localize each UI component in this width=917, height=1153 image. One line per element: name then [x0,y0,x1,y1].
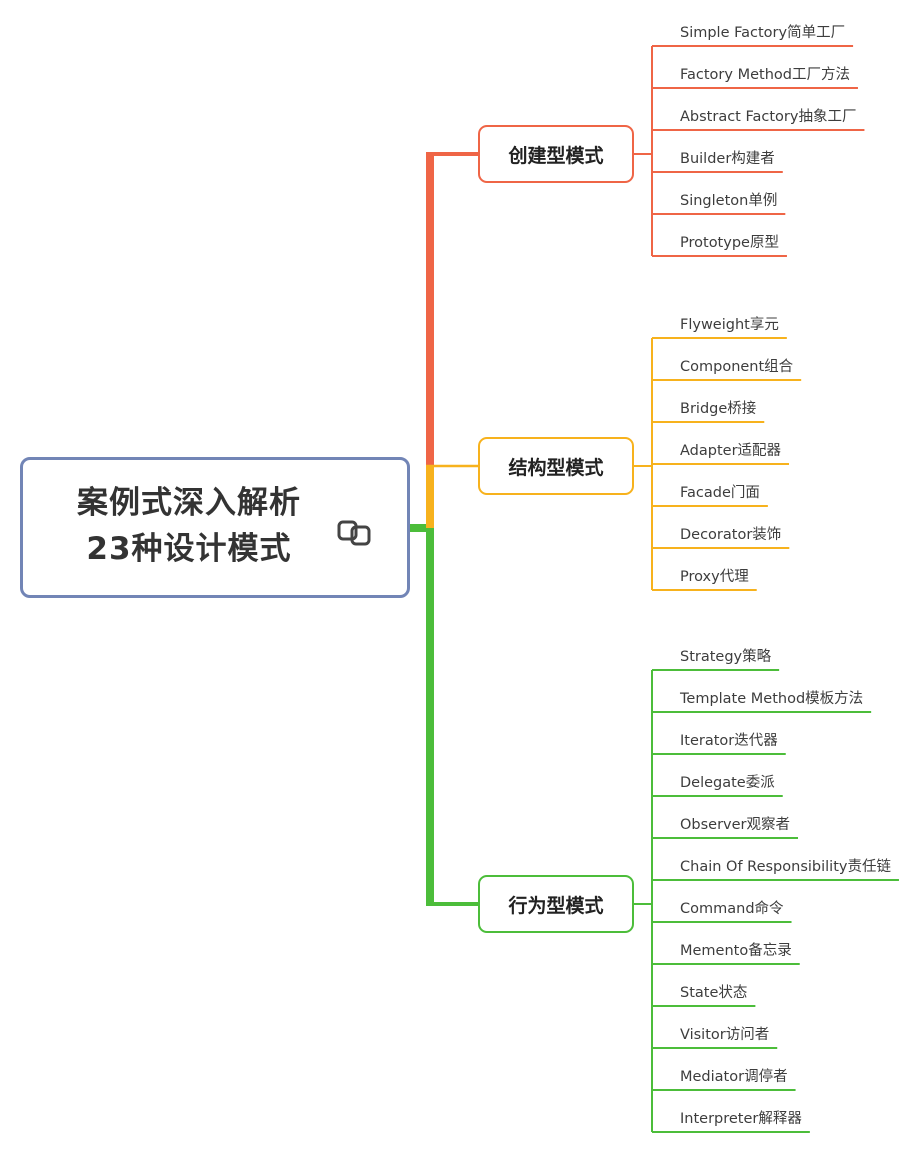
leaf-creational-3[interactable]: Builder构建者 [680,151,775,167]
leaf-behavioral-5[interactable]: Chain Of Responsibility责任链 [680,859,891,875]
leaf-creational-2[interactable]: Abstract Factory抽象工厂 [680,109,857,125]
link-icon[interactable] [335,512,375,552]
leaf-behavioral-3[interactable]: Delegate委派 [680,775,775,791]
leaf-behavioral-10[interactable]: Mediator调停者 [680,1069,788,1085]
leaf-behavioral-6[interactable]: Command命令 [680,901,784,917]
leaf-structural-2[interactable]: Bridge桥接 [680,401,757,417]
leaf-behavioral-11[interactable]: Interpreter解释器 [680,1111,802,1127]
leaf-creational-5[interactable]: Prototype原型 [680,235,779,251]
branch-node-structural[interactable]: 结构型模式 [478,437,634,495]
leaf-structural-3[interactable]: Adapter适配器 [680,443,782,459]
branch-node-creational[interactable]: 创建型模式 [478,125,634,183]
leaf-behavioral-2[interactable]: Iterator迭代器 [680,733,778,749]
root-title-line1: 案例式深入解析 [77,485,301,521]
leaf-behavioral-7[interactable]: Memento备忘录 [680,943,792,959]
leaf-behavioral-8[interactable]: State状态 [680,985,748,1001]
leaf-creational-0[interactable]: Simple Factory简单工厂 [680,25,846,41]
root-title-line2: 23种设计模式 [86,531,292,567]
root-title: 案例式深入解析 23种设计模式 [39,480,339,572]
leaf-behavioral-1[interactable]: Template Method模板方法 [680,691,864,707]
leaf-behavioral-0[interactable]: Strategy策略 [680,649,772,665]
leaf-structural-5[interactable]: Decorator装饰 [680,527,782,543]
leaf-creational-4[interactable]: Singleton单例 [680,193,778,209]
leaf-behavioral-4[interactable]: Observer观察者 [680,817,791,833]
leaf-structural-4[interactable]: Facade门面 [680,485,760,501]
leaf-structural-1[interactable]: Component组合 [680,359,794,375]
root-node[interactable]: 案例式深入解析 23种设计模式 [20,457,410,598]
branch-node-behavioral[interactable]: 行为型模式 [478,875,634,933]
leaf-creational-1[interactable]: Factory Method工厂方法 [680,67,850,83]
leaf-structural-0[interactable]: Flyweight享元 [680,317,779,333]
leaf-structural-6[interactable]: Proxy代理 [680,569,749,585]
leaf-behavioral-9[interactable]: Visitor访问者 [680,1027,770,1043]
